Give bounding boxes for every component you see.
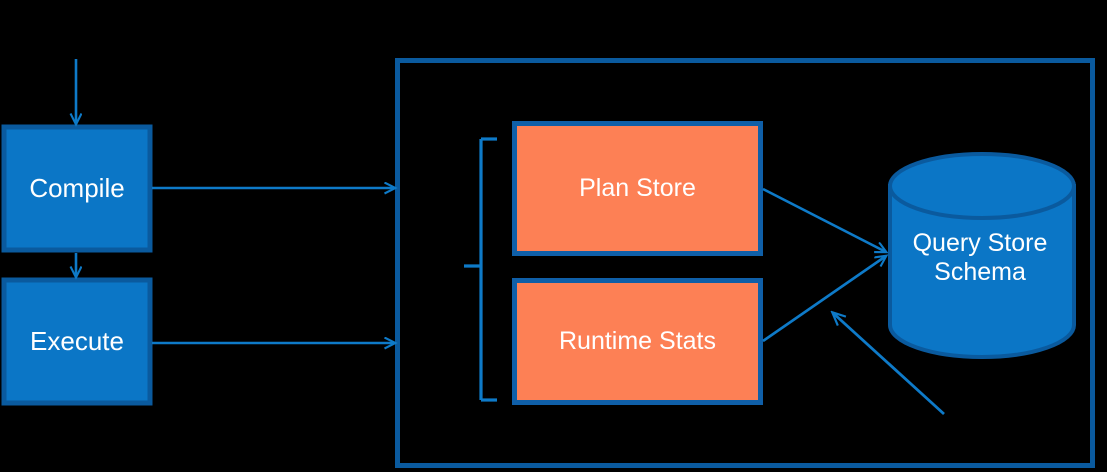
plan-store-node-shape[interactable] bbox=[512, 121, 763, 256]
arrow-plan-store-to-schema bbox=[762, 187, 886, 252]
query-store-schema-cylinder-shape[interactable] bbox=[888, 152, 1076, 359]
query-store-container-outline bbox=[395, 58, 1095, 468]
group-bracket bbox=[464, 137, 497, 402]
arrow-runtime-stats-to-schema bbox=[762, 256, 886, 343]
runtime-stats-node-shape[interactable] bbox=[512, 278, 763, 405]
compile-node-shape[interactable] bbox=[1, 124, 153, 253]
execute-node-shape[interactable] bbox=[1, 277, 153, 406]
arrow-external-to-schema bbox=[833, 313, 945, 416]
